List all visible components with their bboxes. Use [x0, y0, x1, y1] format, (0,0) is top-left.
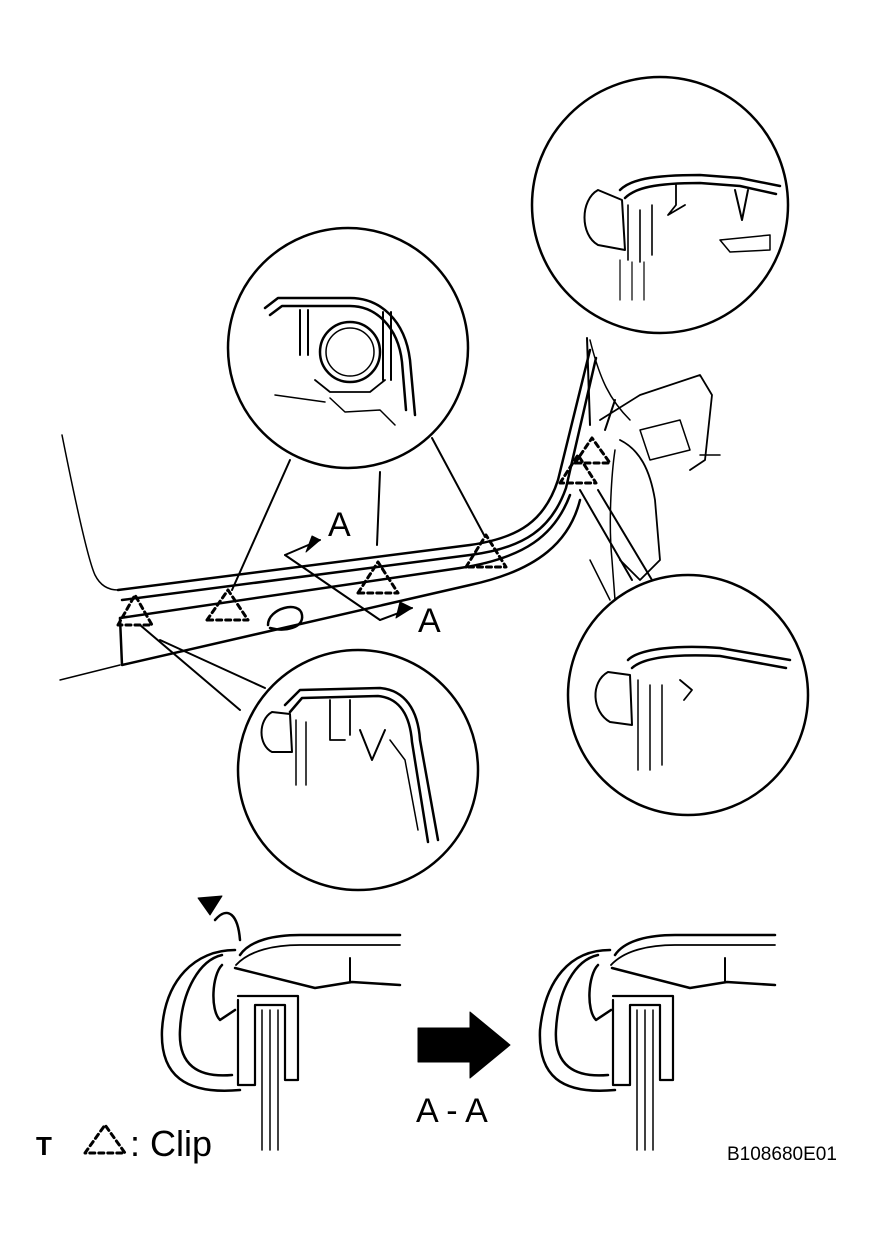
- detail-circle-top: [226, 226, 485, 591]
- view-caption: A - A: [416, 1092, 488, 1130]
- detail-circle-lower-left: [139, 624, 480, 892]
- clip-markers: [116, 436, 612, 627]
- figure-code: B108680E01: [727, 1144, 837, 1165]
- cross-section-before: [160, 895, 402, 1151]
- detail-circle-top-right: [530, 75, 790, 431]
- detail-circle-lower-right: [566, 489, 810, 817]
- legend-clip-label: : Clip: [130, 1123, 212, 1164]
- clip-legend-icon: [83, 1123, 127, 1155]
- transition-arrow-icon: [417, 1011, 511, 1079]
- cross-section-after: [538, 933, 777, 1151]
- section-label-a-upper: A: [328, 506, 351, 544]
- legend-marker: T: [36, 1131, 52, 1161]
- section-line-a-a: [284, 535, 413, 621]
- vehicle-body-outline: [59, 339, 631, 681]
- section-label-a-lower: A: [418, 602, 441, 640]
